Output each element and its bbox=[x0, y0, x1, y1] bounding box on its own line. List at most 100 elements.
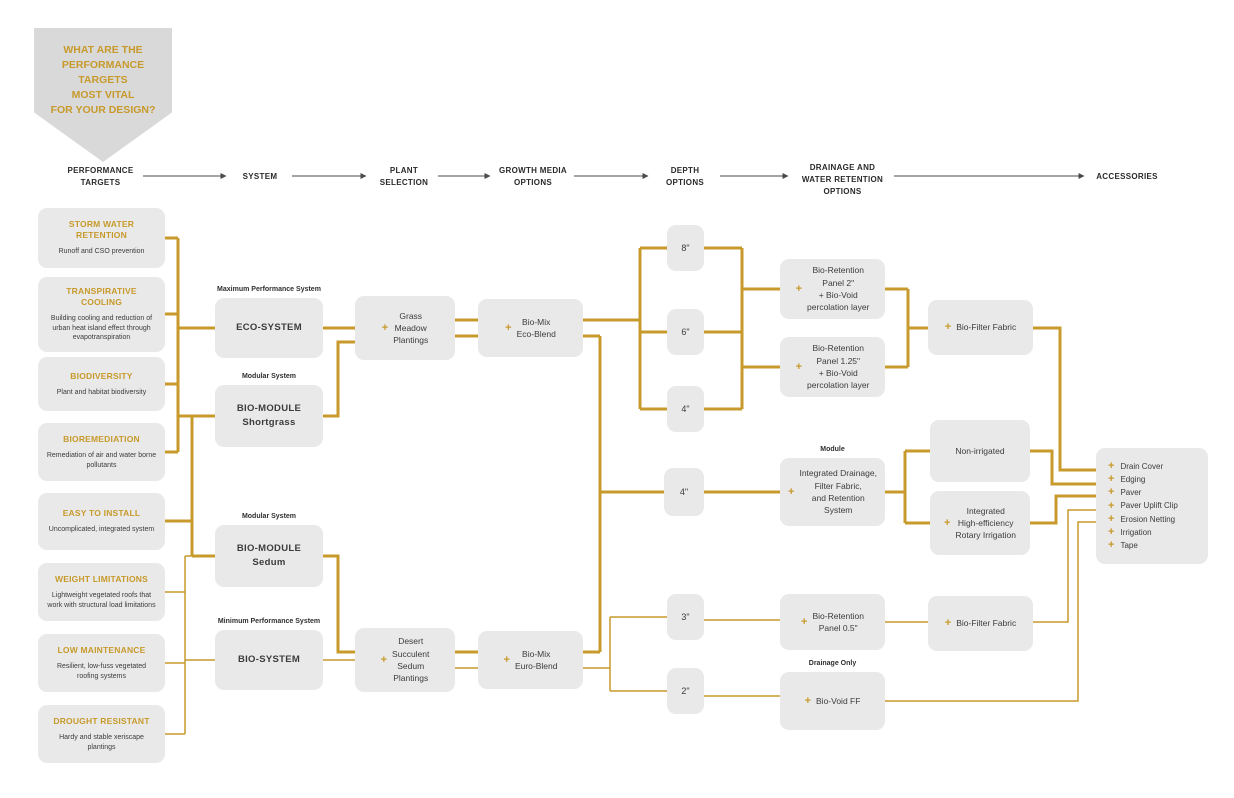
drainage-label: Bio-Retention Panel 0.5" bbox=[812, 610, 864, 633]
plus-icon: + bbox=[381, 321, 389, 334]
system-name: BIO-MODULE Sedum bbox=[236, 542, 302, 568]
target-title: BIODIVERSITY bbox=[70, 370, 133, 381]
plus-icon: + bbox=[1108, 473, 1115, 486]
accessory-label: Drain Cover bbox=[1120, 461, 1164, 471]
media-label: Bio-Mix Euro-Blend bbox=[514, 648, 558, 671]
plus-icon: + bbox=[804, 694, 812, 707]
target-title: BIOREMEDIATION bbox=[63, 433, 140, 444]
header-system: SYSTEM bbox=[230, 171, 290, 183]
drainage-bio-retention-panel-1-25in: + Bio-Retention Panel 1.25" + Bio-Void p… bbox=[780, 337, 885, 397]
plus-icon: + bbox=[944, 617, 952, 629]
drainage-tag-module: Module bbox=[820, 446, 845, 453]
target-title: STORM WATER RETENTION bbox=[68, 219, 135, 241]
irrigation-label: Integrated High-efficiency Rotary Irriga… bbox=[955, 505, 1016, 541]
plus-icon: + bbox=[795, 360, 803, 373]
accessory-label: Paver bbox=[1120, 488, 1142, 498]
drainage-bio-void-ff: + Bio-Void FF bbox=[780, 672, 885, 730]
header-accessories: ACCESSORIES bbox=[1088, 171, 1166, 183]
accessory-item: +Paver Uplift Clip bbox=[1108, 499, 1178, 512]
depth-label: 3" bbox=[681, 612, 690, 622]
depth-label: 4" bbox=[679, 487, 689, 497]
system-bio-module-shortgrass: BIO-MODULE Shortgrass bbox=[215, 385, 323, 447]
system-name: BIO-SYSTEM bbox=[237, 653, 301, 665]
plus-icon: + bbox=[1108, 512, 1115, 525]
system-name: BIO-MODULE Shortgrass bbox=[236, 402, 302, 428]
plus-icon: + bbox=[944, 516, 951, 529]
depth-4in: 4" bbox=[667, 386, 704, 432]
accessory-label: Tape bbox=[1120, 540, 1138, 550]
header-drainage-options: DRAINAGE AND WATER RETENTION OPTIONS bbox=[793, 162, 892, 198]
depth-2in: 2" bbox=[667, 668, 704, 714]
target-title: DROUGHT RESISTANT bbox=[53, 715, 150, 726]
drainage-integrated-module: + Integrated Drainage, Filter Fabric, an… bbox=[780, 458, 885, 526]
media-bio-mix-eco-blend: + Bio-Mix Eco-Blend bbox=[478, 299, 583, 357]
media-label: Bio-Mix Eco-Blend bbox=[516, 316, 556, 339]
target-title: TRANSPIRATIVE COOLING bbox=[66, 285, 137, 307]
drainage-bio-retention-panel-0-5in: + Bio-Retention Panel 0.5" bbox=[780, 594, 885, 650]
target-title: EASY TO INSTALL bbox=[62, 508, 141, 519]
drainage-tag-drainage-only: Drainage Only bbox=[808, 660, 857, 667]
system-tag-modular-1: Modular System bbox=[241, 373, 297, 380]
plus-icon: + bbox=[503, 653, 510, 666]
bio-filter-fabric-top: + Bio-Filter Fabric bbox=[928, 300, 1033, 355]
bio-filter-fabric-bottom: + Bio-Filter Fabric bbox=[928, 596, 1033, 651]
plus-icon: + bbox=[1108, 539, 1115, 552]
system-tag-minimum: Minimum Performance System bbox=[217, 618, 321, 625]
drainage-label: Bio-Retention Panel 1.25" + Bio-Void per… bbox=[807, 343, 870, 391]
depth-4in-module: 4" bbox=[664, 468, 704, 516]
target-easy-to-install: EASY TO INSTALL Uncomplicated, integrate… bbox=[38, 493, 165, 550]
system-name: ECO-SYSTEM bbox=[236, 321, 302, 333]
plus-icon: + bbox=[788, 485, 795, 498]
target-title: WEIGHT LIMITATIONS bbox=[55, 573, 148, 584]
target-desc: Hardy and stable xeriscape plantings bbox=[59, 733, 144, 751]
irrigation-label: Non-irrigated bbox=[955, 445, 1005, 456]
depth-label: 8" bbox=[681, 243, 690, 253]
depth-6in: 6" bbox=[667, 309, 704, 355]
target-low-maintenance: LOW MAINTENANCE Resilient, low-fuss vege… bbox=[38, 634, 165, 692]
plus-icon: + bbox=[795, 282, 803, 295]
header-growth-media: GROWTH MEDIA OPTIONS bbox=[494, 165, 572, 189]
target-biodiversity: BIODIVERSITY Plant and habitat biodivers… bbox=[38, 357, 165, 411]
target-weight-limitations: WEIGHT LIMITATIONS Lightweight vegetated… bbox=[38, 563, 165, 621]
accessory-item: + Edging bbox=[1108, 473, 1145, 486]
target-storm-water-retention: STORM WATER RETENTION Runoff and CSO pre… bbox=[38, 208, 165, 268]
accessory-item: +Erosion Netting bbox=[1108, 513, 1175, 526]
target-desc: Uncomplicated, integrated system bbox=[48, 526, 155, 534]
depth-3in: 3" bbox=[667, 594, 704, 640]
target-desc: Resilient, low-fuss vegetated roofing sy… bbox=[56, 662, 147, 680]
plus-icon: + bbox=[505, 321, 512, 334]
drainage-label: Bio-Retention Panel 2" + Bio-Void percol… bbox=[807, 265, 870, 313]
target-desc: Remediation of air and water borne pollu… bbox=[46, 451, 157, 469]
accessory-item: + Paver bbox=[1108, 486, 1141, 499]
header-depth-options: DEPTH OPTIONS bbox=[652, 165, 718, 189]
fabric-label: Bio-Filter Fabric bbox=[956, 322, 1017, 333]
accessory-item: + Drain Cover bbox=[1108, 460, 1163, 473]
system-bio-system: BIO-SYSTEM bbox=[215, 630, 323, 690]
target-bioremediation: BIOREMEDIATION Remediation of air and wa… bbox=[38, 423, 165, 481]
drainage-bio-retention-panel-2in: + Bio-Retention Panel 2" + Bio-Void perc… bbox=[780, 259, 885, 319]
plus-icon: + bbox=[1108, 459, 1115, 472]
irrigation-rotary: + Integrated High-efficiency Rotary Irri… bbox=[930, 491, 1030, 555]
plus-icon: + bbox=[1108, 525, 1115, 538]
intro-question-text: WHAT ARE THE PERFORMANCE TARGETS MOST VI… bbox=[50, 44, 156, 116]
system-tag-maximum: Maximum Performance System bbox=[217, 286, 321, 293]
accessory-label: Edging bbox=[1120, 475, 1146, 485]
plant-desert-succulent-sedum: + Desert Succulent Sedum Plantings bbox=[355, 628, 455, 692]
target-desc: Plant and habitat biodiversity bbox=[56, 388, 147, 396]
depth-label: 6" bbox=[681, 327, 690, 337]
accessory-label: Irrigation bbox=[1120, 527, 1152, 537]
system-tag-modular-2: Modular System bbox=[241, 513, 297, 520]
system-bio-module-sedum: BIO-MODULE Sedum bbox=[215, 525, 323, 587]
plus-icon: + bbox=[944, 321, 952, 333]
accessory-item: + Irrigation bbox=[1108, 526, 1152, 539]
system-eco-system: ECO-SYSTEM bbox=[215, 298, 323, 358]
plus-icon: + bbox=[1108, 486, 1115, 499]
fabric-label: Bio-Filter Fabric bbox=[956, 618, 1017, 629]
plus-icon: + bbox=[380, 653, 388, 666]
media-bio-mix-euro-blend: + Bio-Mix Euro-Blend bbox=[478, 631, 583, 689]
irrigation-non-irrigated: Non-irrigated bbox=[930, 420, 1030, 482]
drainage-label: Bio-Void FF bbox=[816, 695, 861, 706]
accessories-box: + Drain Cover + Edging + Paver +Paver Uplif… bbox=[1096, 448, 1208, 564]
target-desc: Building cooling and reduction of urban … bbox=[50, 314, 153, 342]
